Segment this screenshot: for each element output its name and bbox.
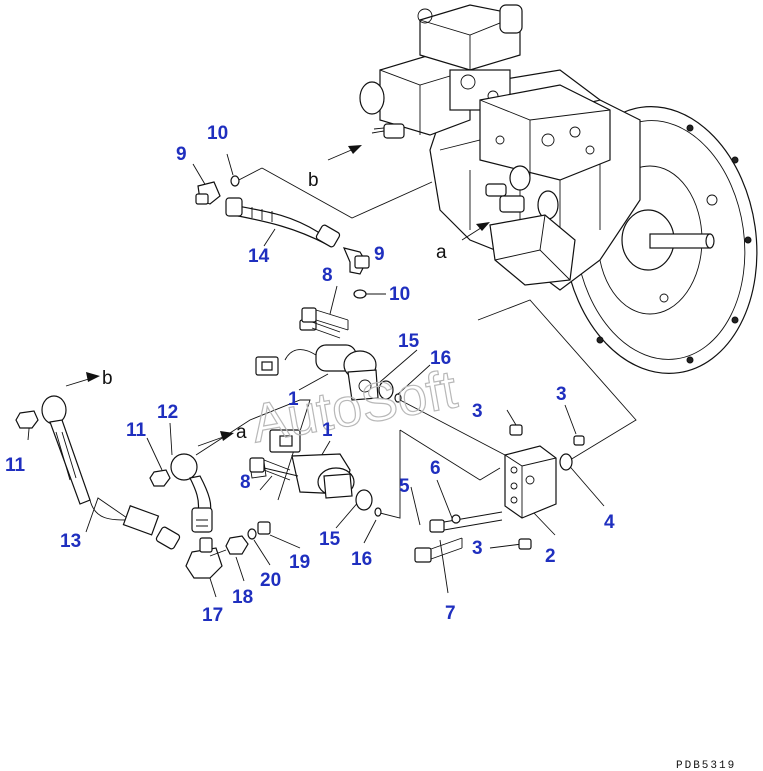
callout-5: 5 [399,476,410,497]
callout-11-right: 11 [126,420,147,441]
solenoid-valve-lower [249,429,355,499]
arrow-b-left [65,372,100,387]
callout-4: 4 [604,512,615,533]
callout-3-upper-left: 3 [472,401,483,422]
callout-1-lower: 1 [322,420,333,441]
oring-16-lower [374,507,382,517]
ref-letter-a-upper: a [436,242,447,263]
callout-10-right: 10 [389,284,410,305]
hydraulic-pump-assembly [359,4,758,374]
connector-19 [257,521,271,535]
callout-6: 6 [430,458,441,479]
callout-19: 19 [289,552,310,573]
callout-15-upper: 15 [398,331,420,352]
callout-3-lower: 3 [472,538,483,559]
oring-4 [559,453,573,471]
callout-20: 20 [260,570,281,591]
callout-8-upper: 8 [322,265,333,286]
callout-17: 17 [202,605,223,626]
callout-8-lower: 8 [240,472,251,493]
callout-7: 7 [445,603,456,624]
callout-9-top: 9 [176,144,187,165]
bolt-8-lower [249,457,291,481]
plug-3-upper [509,424,585,550]
oring-10-upper [230,175,240,187]
ref-letter-a-left: a [236,422,247,443]
elbow-9-left [195,181,221,205]
oring-16-upper [394,393,402,403]
washer-5 [451,514,461,524]
callout-15-lower: 15 [319,529,341,550]
callout-11-left: 11 [5,455,26,476]
hose-14 [225,197,341,248]
callout-16-lower: 16 [351,549,372,570]
hose-13 [41,395,181,550]
callout-18: 18 [232,587,253,608]
bolt-7 [414,537,463,563]
nut-11-right [149,469,171,487]
callout-9-right: 9 [374,244,385,265]
callout-3-upper-right: 3 [556,384,567,405]
callout-14: 14 [248,246,270,267]
callout-1-upper: 1 [288,389,299,410]
bolt-6 [429,511,503,533]
elbow-9-right [342,247,370,275]
solenoid-valve-upper [255,319,379,401]
callout-13: 13 [60,531,81,552]
nut-11-left [15,410,39,429]
arrow-a-upper [461,222,490,241]
oring-15-lower [355,489,373,511]
ref-letter-b-upper: b [308,170,319,191]
valve-block-2 [504,445,557,519]
callout-16-upper: 16 [430,348,451,369]
oring-10-lower [353,289,367,299]
callout-2: 2 [545,546,556,567]
callout-12: 12 [157,402,178,423]
ref-letter-b-left: b [102,368,113,389]
bolt-8-upper [301,307,349,331]
hose-12 [170,453,213,533]
nut-18 [225,535,249,555]
callout-10-top: 10 [207,123,228,144]
arrow-a-left [197,431,234,447]
tee-17 [185,537,227,579]
oring-20 [247,528,257,540]
arrow-b-upper [327,145,362,161]
oring-15-upper [378,380,394,400]
drawing-code: PDB5319 [676,760,736,771]
